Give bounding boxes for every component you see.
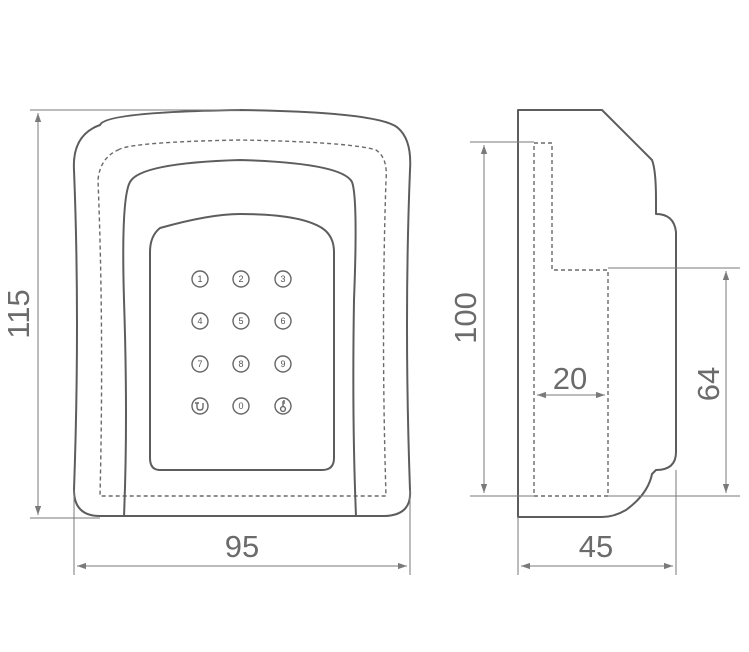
keypad-key-label: 9 xyxy=(280,359,285,369)
front-view: 1 2 3 4 5 6 7 8 9 0 xyxy=(72,109,412,517)
keypad-key-label: 1 xyxy=(197,274,202,284)
keypad-key-circle xyxy=(191,397,209,415)
keypad-key: 9 xyxy=(274,355,292,373)
keypad-key-circle xyxy=(191,270,209,288)
keypad-key-circle xyxy=(191,355,209,373)
keypad-key: 6 xyxy=(274,312,292,330)
keypad-key: 1 xyxy=(191,270,209,288)
keypad-key-label: 5 xyxy=(238,316,243,326)
keypad-key-circle xyxy=(232,355,250,373)
keypad-key: 5 xyxy=(232,312,250,330)
keypad-key: 7 xyxy=(191,355,209,373)
u-turn-icon xyxy=(195,402,204,411)
key-icon-bow xyxy=(279,405,287,413)
front-height-dimension: 115 xyxy=(1,109,240,519)
keypad-key-circle xyxy=(274,355,292,373)
keypad-key: 0 xyxy=(232,397,250,415)
side-depth-dimension: 45 xyxy=(517,470,677,575)
keypad-key-circle xyxy=(274,312,292,330)
front-outer-body xyxy=(72,109,412,517)
keypad-key-label: 8 xyxy=(238,359,243,369)
keypad-key: 2 xyxy=(232,270,250,288)
side-height-label: 100 xyxy=(448,292,483,344)
side-inner-width-label: 20 xyxy=(553,361,587,396)
keypad-grid: 1 2 3 4 5 6 7 8 9 0 xyxy=(191,270,292,415)
keypad-key: 3 xyxy=(274,270,292,288)
keypad-key xyxy=(191,397,209,415)
side-lower-height-dimension: 64 xyxy=(608,267,740,497)
keypad-key-label: 3 xyxy=(280,274,285,284)
front-dashed-outline xyxy=(97,139,387,497)
keypad-key: 8 xyxy=(232,355,250,373)
side-depth-label: 45 xyxy=(579,529,613,564)
keypad-key xyxy=(274,397,292,415)
side-dashed-cavity xyxy=(533,142,609,497)
front-width-label: 95 xyxy=(225,529,259,564)
keypad-key-circle xyxy=(232,397,250,415)
side-inner-width-dimension: 20 xyxy=(537,361,605,399)
keypad-key-circle xyxy=(274,270,292,288)
keypad-key-label: 6 xyxy=(280,316,285,326)
side-height-dimension: 100 xyxy=(448,141,534,497)
keypad-key-circle xyxy=(232,312,250,330)
keypad-key-label: 4 xyxy=(197,316,202,326)
keypad-key: 4 xyxy=(191,312,209,330)
side-outer-body xyxy=(517,109,677,518)
keypad-panel xyxy=(149,213,335,471)
side-view xyxy=(517,109,677,518)
keypad-key-label: 0 xyxy=(238,401,243,411)
front-height-label: 115 xyxy=(1,289,36,338)
side-lower-height-label: 64 xyxy=(691,367,726,401)
keypad-key-circle xyxy=(191,312,209,330)
keypad-key-label: 2 xyxy=(238,274,243,284)
keypad-key-label: 7 xyxy=(197,359,202,369)
front-width-dimension: 95 xyxy=(73,490,411,575)
front-cover xyxy=(122,159,357,517)
keypad-key-circle xyxy=(232,270,250,288)
keypad-key-circle xyxy=(274,397,292,415)
